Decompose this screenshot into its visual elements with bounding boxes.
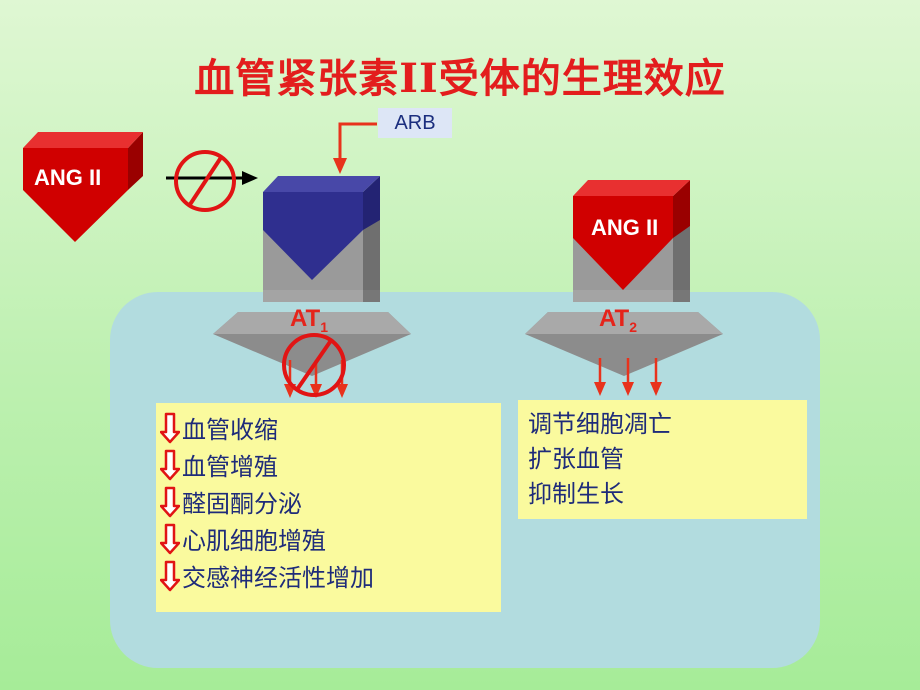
effect-text: 交感神经活性增加 — [182, 564, 374, 592]
effect-text: 扩张血管 — [528, 445, 624, 473]
ang-ii-free — [23, 132, 143, 242]
decrease-arrow-icon — [160, 412, 180, 443]
effect-text: 心肌细胞增殖 — [182, 527, 326, 555]
decrease-arrow-icon — [160, 560, 180, 591]
effect-item: 扩张血管 — [518, 439, 807, 474]
decrease-arrow-icon — [160, 449, 180, 480]
ang-ii-bound-label: ANG II — [591, 215, 659, 240]
effect-text: 血管收缩 — [182, 416, 278, 444]
at1-signal-arrows — [284, 360, 348, 398]
effect-text: 调节细胞凋亡 — [528, 410, 672, 438]
arb-label: ARB — [378, 108, 452, 138]
arb-blocker — [263, 176, 380, 280]
page-title: 血管紧张素II受体的生理效应 — [194, 55, 726, 102]
ang-ii-bound-to-at2 — [573, 180, 690, 290]
decrease-arrow-icon — [160, 523, 180, 554]
effect-item: 心肌细胞增殖 — [156, 520, 501, 557]
effect-item: 醛固酮分泌 — [156, 483, 501, 520]
at2-signal-arrows — [594, 358, 662, 396]
at1-label: AT1 — [290, 305, 329, 335]
effect-item: 调节细胞凋亡 — [518, 404, 807, 439]
arb-pointer-arrow — [333, 122, 377, 174]
effect-text: 抑制生长 — [528, 480, 624, 508]
blocked-binding-icon — [174, 150, 236, 212]
ang-ii-to-at1-arrow — [166, 171, 258, 185]
decrease-arrow-icon — [160, 486, 180, 517]
at1-effects-box: 血管收缩血管增殖醛固酮分泌心肌细胞增殖交感神经活性增加 — [156, 403, 501, 612]
blocked-signal-icon — [282, 333, 346, 397]
effect-item: 交感神经活性增加 — [156, 557, 501, 594]
at2-effects-box: 调节细胞凋亡扩张血管抑制生长 — [518, 400, 807, 519]
ang-ii-free-label: ANG II — [34, 165, 102, 190]
effect-text: 醛固酮分泌 — [182, 490, 302, 518]
effect-item: 抑制生长 — [518, 474, 807, 509]
effect-item: 血管增殖 — [156, 446, 501, 483]
at2-label: AT2 — [599, 305, 638, 335]
effect-text: 血管增殖 — [182, 453, 278, 481]
effect-item: 血管收缩 — [156, 409, 501, 446]
